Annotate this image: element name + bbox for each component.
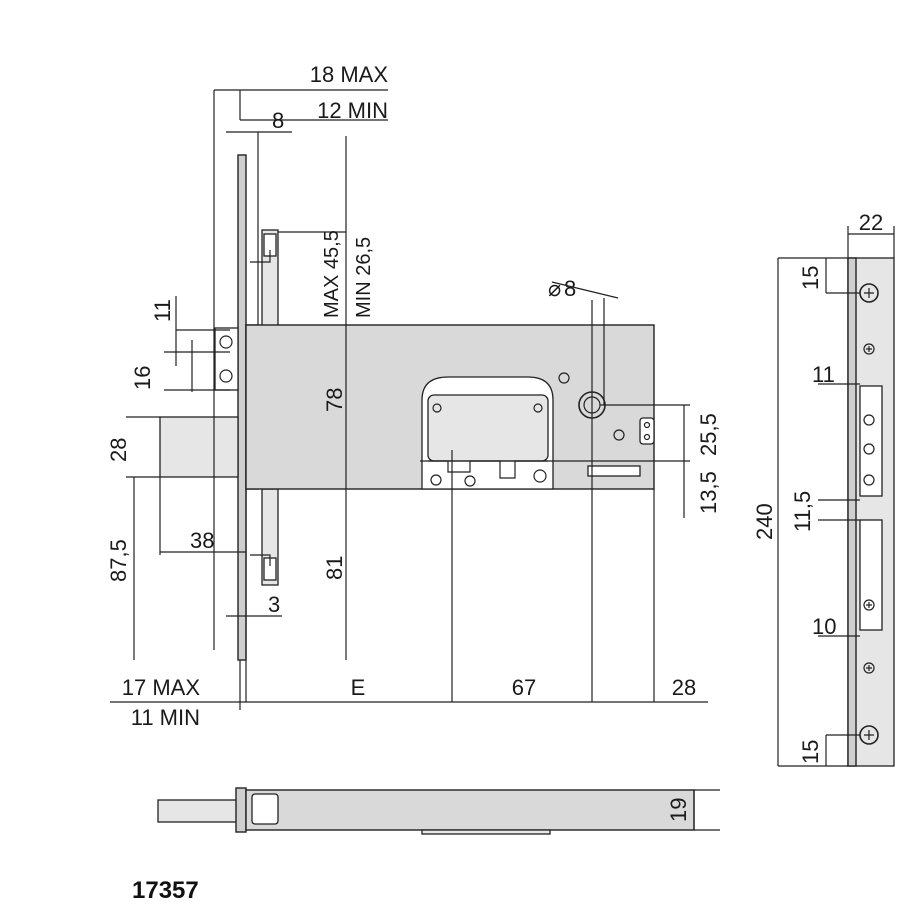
dim-plate-thickness: 8 [272, 108, 284, 133]
dim-diameter: 8 [564, 276, 576, 301]
dim-door-min: 11 MIN [131, 705, 200, 730]
screw-hole [613, 429, 625, 441]
dim-faceplate-min: 12 MIN [317, 98, 388, 123]
dim-body-height: 78 [322, 388, 347, 412]
dimension-lines [110, 89, 708, 710]
product-code: 17357 [132, 877, 199, 904]
bottom-body [245, 789, 695, 831]
dim-lower-body: 81 [322, 556, 347, 580]
slot [587, 465, 641, 477]
dim-door-max: 17 MAX [122, 675, 201, 700]
dim-strike-top-hole: 15 [798, 266, 823, 290]
dim-faceplate-max: 18 MAX [310, 62, 389, 87]
dim-tab-offset: 3 [268, 592, 280, 617]
dim-center-distance: 67 [512, 675, 536, 700]
bolt-stub [157, 799, 241, 823]
dim-keyhole-lower: 13,5 [696, 471, 721, 514]
dim-lower-height: 87,5 [106, 539, 131, 582]
dim-latch-upper: 11 [150, 299, 175, 322]
dimension-labels: 18 MAX 12 MIN 8 MAX 45,5 MIN 26,5 11 16 … [106, 62, 883, 904]
screw-hole [558, 372, 570, 384]
dim-backset-max: MAX 45,5 [321, 230, 343, 318]
dim-strike-mid: 11,5 [790, 491, 815, 532]
dim-backset-e: E [351, 675, 366, 700]
dim-latch-height: 16 [130, 366, 155, 390]
dim-strike-latch-offset: 11 [812, 362, 835, 387]
dim-bottom-thickness: 19 [666, 798, 691, 822]
dim-strike-lower-offset: 10 [812, 614, 836, 639]
dim-strike-total: 240 [752, 503, 777, 540]
dim-backset-min: MIN 26,5 [353, 237, 375, 318]
dim-strike-bottom-hole: 15 [798, 740, 823, 764]
dim-bolt-height: 28 [106, 438, 131, 462]
dim-bolt-throw: 38 [190, 528, 214, 553]
latch-bolt [214, 327, 239, 391]
lock-body-group [159, 154, 655, 661]
dead-bolt [159, 416, 239, 478]
strike-plate-group [777, 226, 895, 767]
diameter-symbol: ⌀ [548, 276, 561, 301]
dim-keyhole-upper: 25,5 [696, 413, 721, 456]
dim-strike-width: 22 [859, 210, 883, 235]
faceplate [237, 154, 247, 661]
dim-edge-distance: 28 [672, 675, 696, 700]
bottom-view-group [157, 787, 720, 835]
